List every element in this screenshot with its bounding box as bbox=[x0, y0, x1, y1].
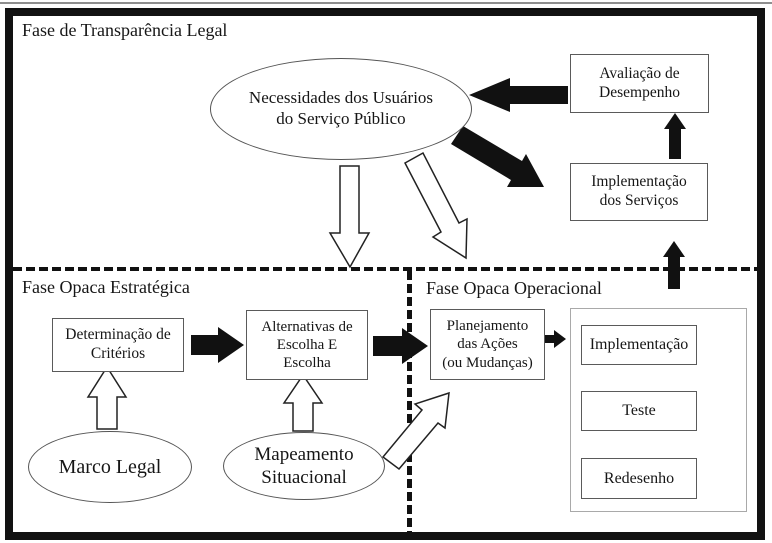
arrow-necessidades-down bbox=[328, 165, 371, 269]
arrow-planejamento-to-implementacao bbox=[540, 330, 566, 348]
section-label-estrategica: Fase Opaca Estratégica bbox=[22, 277, 190, 297]
node-implementacao-servicos: Implementação dos Serviços bbox=[570, 163, 708, 221]
arrow-marco-to-determinacao bbox=[86, 365, 128, 430]
top-rule bbox=[0, 2, 772, 4]
node-avaliacao-desempenho: Avaliação de Desempenho bbox=[570, 54, 709, 113]
arrow-avaliacao-to-necessidades bbox=[469, 78, 568, 112]
arrow-necessidades-to-implementacao-servicos bbox=[451, 126, 544, 187]
section-label-transparencia: Fase de Transparência Legal bbox=[22, 20, 228, 40]
arrow-necessidades-down-right bbox=[403, 151, 468, 260]
node-determinacao-criterios: Determinação de Critérios bbox=[52, 318, 184, 372]
arrow-mapeamento-to-planejamento bbox=[381, 391, 450, 471]
node-mapeamento-situacional: Mapeamento Situacional bbox=[223, 432, 385, 500]
arrow-mapeamento-to-alternativas bbox=[282, 373, 324, 432]
node-planejamento-acoes: Planejamento das Ações (ou Mudanças) bbox=[430, 309, 545, 380]
node-implementacao: Implementação bbox=[581, 325, 697, 365]
arrow-implementacao-servicos-to-avaliacao bbox=[664, 113, 686, 159]
node-redesenho: Redesenho bbox=[581, 458, 697, 499]
section-label-operacional: Fase Opaca Operacional bbox=[426, 278, 602, 298]
outer-frame bbox=[5, 8, 765, 540]
arrow-alternativas-to-planejamento bbox=[373, 328, 428, 364]
phase-divider-horizontal bbox=[13, 267, 757, 271]
phase-divider-vertical bbox=[407, 271, 412, 532]
arrow-determinacao-to-alternativas bbox=[191, 327, 244, 363]
node-necessidades-usuarios: Necessidades dos Usuários do Serviço Púb… bbox=[210, 58, 472, 160]
arrow-operacional-to-implementacao-servicos bbox=[663, 241, 685, 289]
node-marco-legal: Marco Legal bbox=[28, 431, 192, 503]
node-teste: Teste bbox=[581, 391, 697, 431]
node-alternativas-escolha: Alternativas de Escolha E Escolha bbox=[246, 310, 368, 380]
